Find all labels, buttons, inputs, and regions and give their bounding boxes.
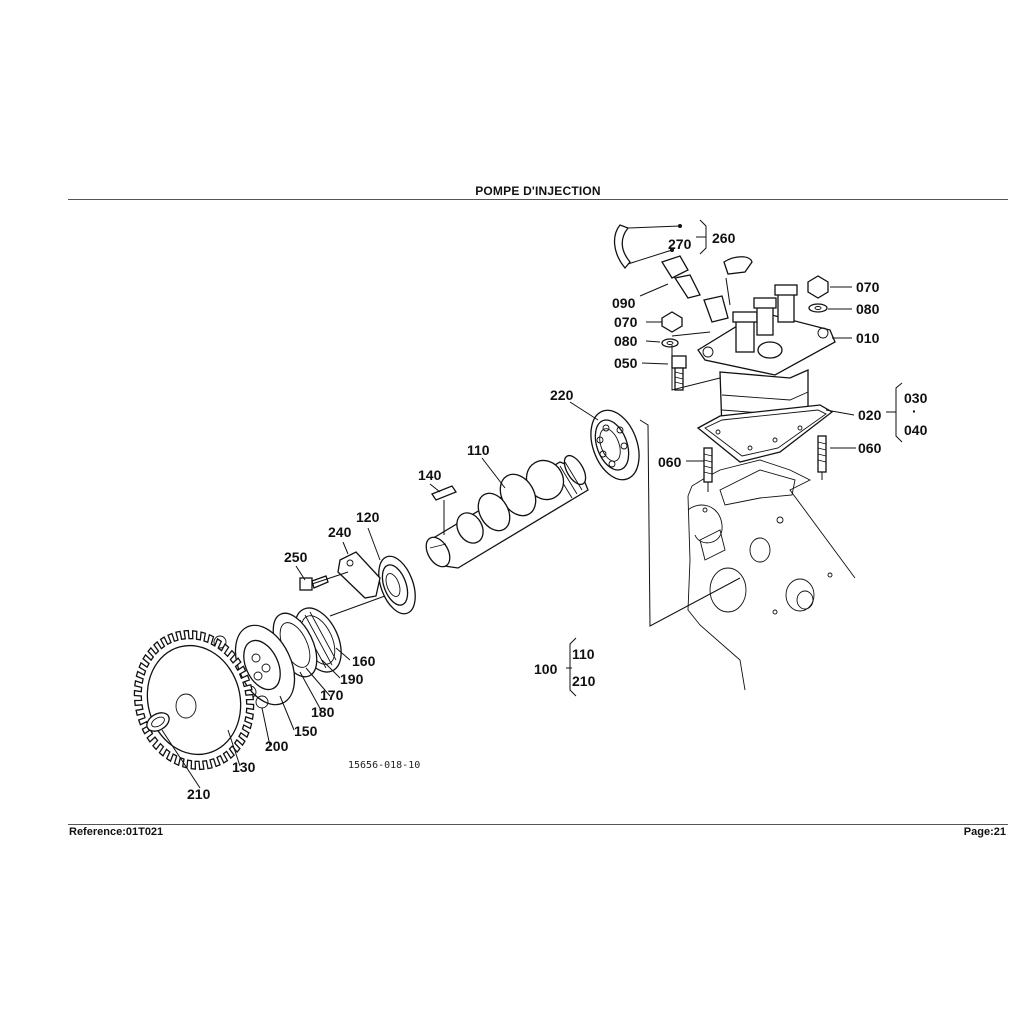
governor-assembly	[209, 607, 342, 709]
callout-160: 160	[352, 653, 376, 669]
page-number: Page:21	[963, 826, 1006, 838]
callout-120: 120	[356, 509, 380, 525]
bearing-220	[590, 409, 640, 481]
camshaft-110	[425, 454, 589, 569]
callout-dot: ·	[912, 403, 917, 419]
callout-080-left: 080	[614, 333, 638, 349]
fuel-fittings	[613, 224, 753, 323]
gear-130	[133, 629, 255, 771]
callout-180: 180	[311, 704, 335, 720]
circlip-210	[146, 712, 170, 732]
callout-270: 270	[668, 236, 692, 252]
callout-130: 130	[232, 759, 256, 775]
callout-050: 050	[614, 355, 638, 371]
callout-090: 090	[612, 295, 636, 311]
callout-010: 010	[856, 330, 880, 346]
callout-060-right: 060	[858, 440, 882, 456]
callout-leaders	[161, 219, 903, 789]
pump-fasteners	[661, 275, 829, 492]
callout-110: 110	[467, 442, 490, 458]
callout-190: 190	[340, 671, 364, 687]
callout-040: 040	[904, 422, 928, 438]
callout-260: 260	[712, 230, 736, 246]
callout-250: 250	[284, 549, 308, 565]
callout-150: 150	[294, 723, 318, 739]
reference-label: Reference:01T021	[69, 826, 164, 838]
bearing-120	[378, 555, 416, 615]
callout-070-left: 070	[614, 314, 638, 330]
injection-pump	[696, 284, 836, 463]
plate-240	[337, 551, 381, 599]
callout-020: 020	[858, 407, 882, 423]
callout-240: 240	[328, 524, 352, 540]
header-rule	[68, 199, 1008, 200]
callout-170: 170	[320, 687, 344, 703]
callout-220: 220	[550, 387, 574, 403]
key-140	[431, 485, 457, 501]
callout-060-left: 060	[658, 454, 682, 470]
callout-100-110: 110	[572, 646, 595, 662]
callout-210: 210	[187, 786, 211, 802]
callout-100-210: 210	[572, 673, 596, 689]
callout-080-right: 080	[856, 301, 880, 317]
engine-housing	[687, 459, 856, 691]
page-title: POMPE D'INJECTION	[475, 184, 601, 198]
drawing-code: 15656-018-10	[348, 760, 420, 771]
footer-rule	[68, 824, 1008, 825]
callout-100: 100	[534, 661, 558, 677]
callout-200: 200	[265, 738, 289, 754]
callout-070-right: 070	[856, 279, 880, 295]
callout-030: 030	[904, 390, 928, 406]
callout-140: 140	[418, 467, 442, 483]
